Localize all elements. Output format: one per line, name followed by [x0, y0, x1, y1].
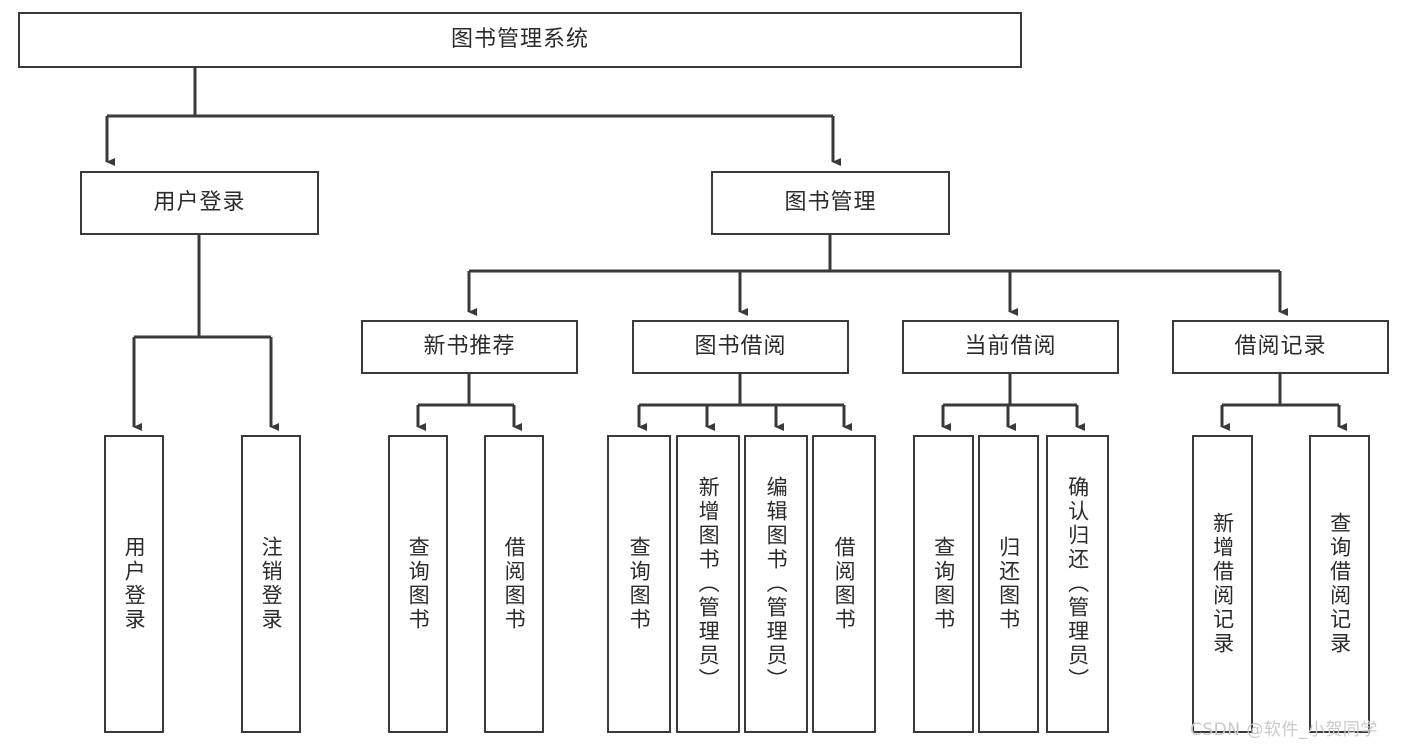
- node-borrow-record[interactable]: 借阅记录: [1172, 320, 1389, 374]
- leaf-user-login[interactable]: 用户登录: [104, 435, 164, 733]
- leaf-query-book-2-label: 查询图书: [627, 536, 652, 632]
- leaf-query-book-2[interactable]: 查询图书: [607, 435, 671, 733]
- node-current-borrow[interactable]: 当前借阅: [902, 320, 1119, 374]
- leaf-query-record-label: 查询借阅记录: [1327, 512, 1352, 656]
- csdn-watermark: CSDN @软件_小贺同学: [1190, 720, 1378, 740]
- leaf-add-book-label: 新增图书（管理员）: [696, 476, 721, 692]
- node-borrow-record-label: 借阅记录: [1234, 333, 1327, 359]
- node-root[interactable]: 图书管理系统: [18, 12, 1022, 68]
- node-user-login-label: 用户登录: [153, 189, 246, 215]
- leaf-return-book[interactable]: 归还图书: [978, 435, 1039, 733]
- node-book-manage-label: 图书管理: [784, 189, 877, 215]
- leaf-query-book-3-label: 查询图书: [931, 536, 956, 632]
- leaf-add-book[interactable]: 新增图书（管理员）: [676, 435, 740, 733]
- leaf-borrow-book-1[interactable]: 借阅图书: [484, 435, 544, 733]
- node-root-label: 图书管理系统: [450, 26, 589, 52]
- leaf-query-book-1-label: 查询图书: [406, 536, 431, 632]
- leaf-logout[interactable]: 注销登录: [241, 435, 301, 733]
- node-book-borrow-label: 图书借阅: [694, 333, 787, 359]
- leaf-borrow-book-1-label: 借阅图书: [502, 536, 527, 632]
- node-new-book-recommend[interactable]: 新书推荐: [361, 320, 578, 374]
- node-book-manage[interactable]: 图书管理: [711, 171, 950, 235]
- leaf-return-book-label: 归还图书: [996, 536, 1021, 632]
- leaf-logout-label: 注销登录: [259, 536, 284, 632]
- leaf-user-login-label: 用户登录: [122, 536, 147, 632]
- leaf-edit-book[interactable]: 编辑图书（管理员）: [744, 435, 808, 733]
- leaf-query-book-1[interactable]: 查询图书: [388, 435, 448, 733]
- leaf-confirm-return-label: 确认归还（管理员）: [1065, 476, 1090, 692]
- leaf-edit-book-label: 编辑图书（管理员）: [764, 476, 789, 692]
- node-book-borrow[interactable]: 图书借阅: [632, 320, 849, 374]
- node-new-book-recommend-label: 新书推荐: [423, 333, 516, 359]
- node-user-login[interactable]: 用户登录: [80, 171, 319, 235]
- node-current-borrow-label: 当前借阅: [964, 333, 1057, 359]
- leaf-query-book-3[interactable]: 查询图书: [913, 435, 974, 733]
- leaf-borrow-book-2-label: 借阅图书: [832, 536, 857, 632]
- leaf-add-record[interactable]: 新增借阅记录: [1192, 435, 1253, 733]
- leaf-borrow-book-2[interactable]: 借阅图书: [812, 435, 876, 733]
- leaf-query-record[interactable]: 查询借阅记录: [1309, 435, 1370, 733]
- leaf-add-record-label: 新增借阅记录: [1210, 512, 1235, 656]
- leaf-confirm-return[interactable]: 确认归还（管理员）: [1046, 435, 1109, 733]
